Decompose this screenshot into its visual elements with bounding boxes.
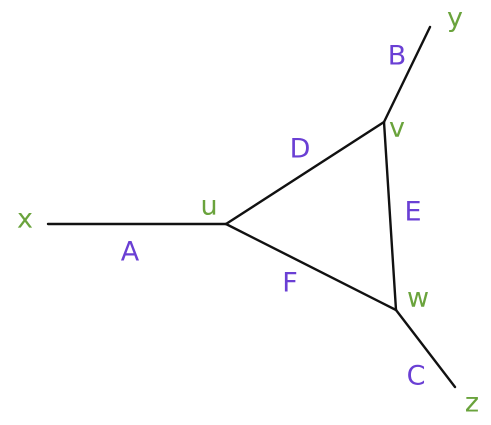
edge-label-B: B	[388, 41, 407, 72]
edge-label-F: F	[282, 268, 298, 299]
node-label-w: w	[407, 283, 429, 314]
node-label-u: u	[200, 191, 217, 222]
edge-label-A: A	[121, 237, 140, 268]
edge-label-D: D	[290, 134, 311, 165]
edge-C-w-z	[394, 308, 457, 389]
edge-label-C: C	[407, 361, 426, 392]
node-label-x: x	[17, 204, 33, 235]
edge-label-E: E	[404, 197, 421, 228]
node-label-y: y	[447, 3, 463, 34]
edge-E-v-w	[382, 120, 398, 312]
edge-F-u-w	[224, 222, 398, 312]
node-label-v: v	[389, 113, 405, 144]
edge-D-u-v	[224, 120, 386, 226]
edge-B-v-y	[382, 25, 432, 124]
node-label-z: z	[465, 388, 479, 419]
